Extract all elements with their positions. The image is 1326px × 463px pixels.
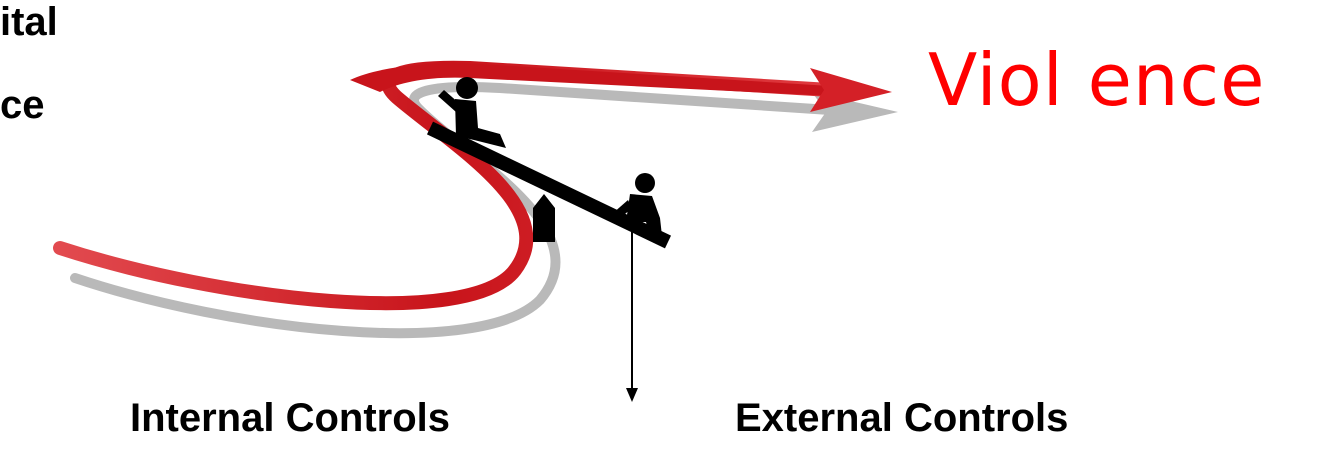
- s-curve-arrow-icon: [60, 64, 892, 304]
- left-label-fragment-2: ce: [0, 85, 45, 125]
- internal-controls-label: Internal Controls: [130, 398, 450, 438]
- violence-label: Viol ence: [928, 44, 1265, 116]
- down-arrow-icon: [626, 232, 638, 402]
- left-label-fragment-1: ital: [0, 2, 58, 42]
- fulcrum-icon: [533, 194, 555, 242]
- external-controls-label: External Controls: [735, 398, 1068, 438]
